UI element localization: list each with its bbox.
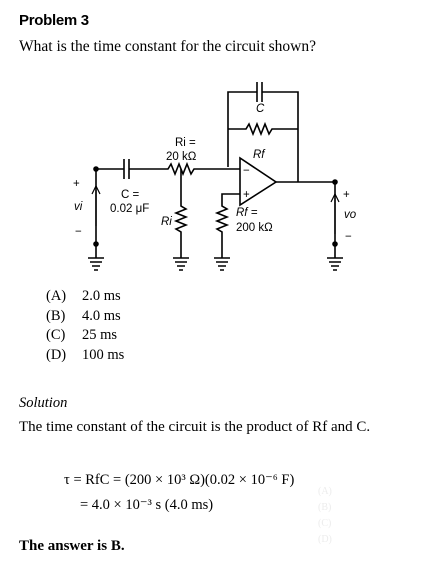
label-c-input-1: C = [121, 189, 140, 201]
bleed-through-mark: (B) [318, 502, 332, 513]
bleed-through-mark: (C) [318, 518, 332, 529]
vi-node-bottom [93, 241, 99, 247]
choice-letter: (B) [46, 307, 66, 324]
label-vo-plus: + [343, 189, 350, 201]
opamp-triangle [239, 156, 278, 207]
ground-vo [327, 252, 343, 271]
choice-b: (B) 4.0 ms [46, 307, 124, 327]
problem-question: What is the time constant for the circui… [19, 38, 316, 55]
label-rf-shunt-2: 200 kΩ [236, 222, 273, 234]
choice-a: (A) 2.0 ms [46, 287, 124, 307]
label-opamp-minus: − [243, 165, 250, 177]
feedback-wire-left [227, 91, 257, 167]
label-vi: vi [74, 201, 83, 213]
choice-letter: (A) [46, 288, 67, 304]
ground-rf [214, 252, 230, 271]
solution-text: The time constant of the circuit is the … [19, 419, 371, 435]
bleed-through-mark: (A) [318, 486, 332, 497]
label-vi-minus: − [75, 226, 82, 238]
rf-feedback-resistor [228, 121, 298, 137]
noninv-wire [214, 193, 240, 252]
ground-ri [173, 252, 189, 271]
choice-letter: (D) [46, 346, 67, 363]
label-rf-feedback: Rf [253, 149, 266, 161]
label-c-input-2: 0.02 μF [110, 203, 149, 215]
equation-line-2: = 4.0 × 10⁻³ s (4.0 ms) [80, 497, 214, 513]
choice-c: (C) 25 ms [46, 326, 124, 346]
feedback-wire-right [262, 91, 299, 182]
answer-choices: (A) 2.0 ms (B) 4.0 ms (C) 25 ms (D) 100 ms [46, 287, 124, 365]
label-c-feedback: C [256, 103, 265, 115]
label-ri-top-2: 20 kΩ [166, 151, 197, 163]
solution-heading: Solution [19, 395, 68, 411]
vi-node-top [93, 166, 99, 172]
vo-arrow [330, 192, 340, 234]
final-answer: The answer is B. [19, 538, 125, 554]
label-vi-plus: + [73, 178, 80, 190]
equation-line-1: τ = RfC = (200 × 10³ Ω)(0.02 × 10⁻⁶ F) [64, 472, 295, 488]
label-opamp-plus: + [243, 189, 250, 201]
ri-shunt-resistor [173, 169, 189, 252]
ground-vi [88, 252, 104, 271]
label-ri-shunt: Ri [161, 216, 172, 228]
choice-text: 4.0 ms [82, 307, 121, 324]
choice-text: 2.0 ms [82, 288, 121, 304]
choice-letter: (C) [46, 327, 66, 343]
choice-d: (D) 100 ms [46, 346, 124, 366]
label-rf-shunt-1: Rf = [236, 207, 258, 219]
ri-series-resistor [129, 161, 240, 177]
vi-arrow [91, 184, 101, 226]
label-vo-minus: − [345, 231, 352, 243]
vo-node-bottom [332, 241, 338, 247]
bleed-through-mark: (D) [318, 534, 332, 545]
problem-title: Problem 3 [19, 12, 89, 29]
choice-text: 100 ms [82, 346, 125, 363]
choice-text: 25 ms [82, 327, 118, 343]
label-vo: vo [344, 209, 357, 221]
label-ri-top-1: Ri = [175, 137, 196, 149]
circuit-diagram: C Rf Ri = 20 kΩ C = 0.02 μF + vi − Ri Rf… [73, 82, 357, 271]
